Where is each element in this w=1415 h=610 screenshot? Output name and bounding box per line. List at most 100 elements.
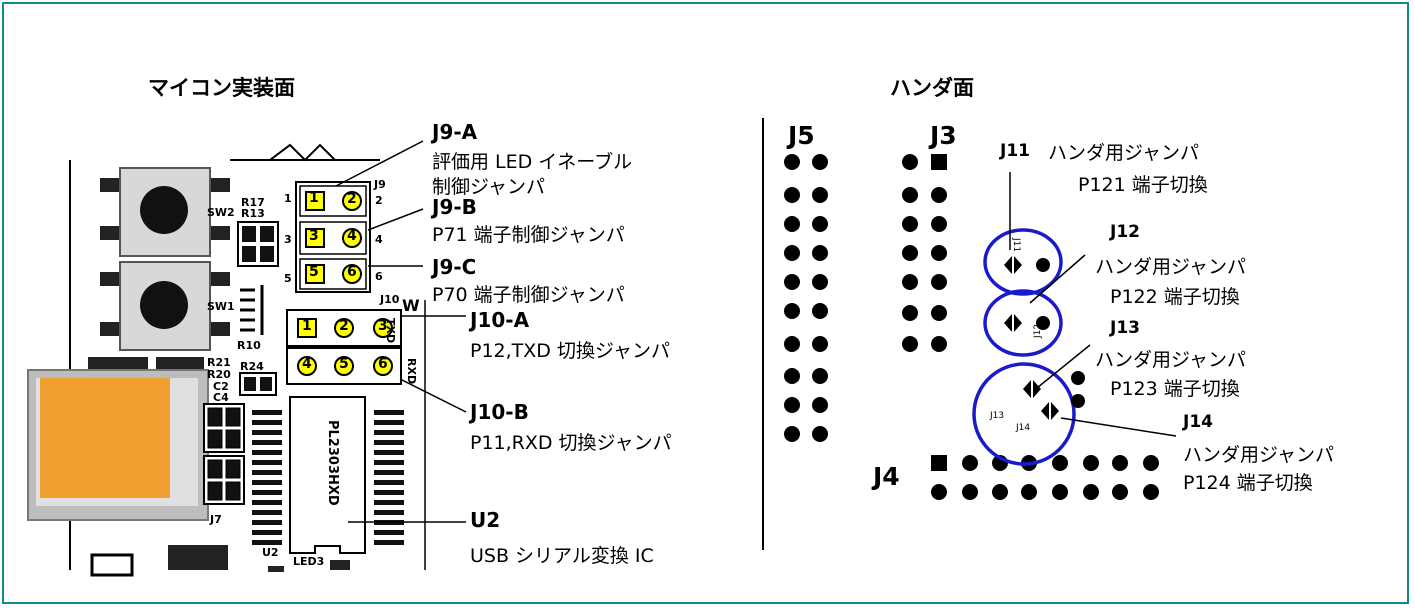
silk-r10: R10: [237, 339, 261, 352]
label-j9c-title: J9-C: [432, 255, 477, 279]
silk-j10: J10: [380, 293, 400, 306]
label-j9c-line1: P70 端子制御ジャンパ: [432, 284, 625, 306]
label-j9b-title: J9-B: [432, 195, 477, 219]
board-notch: [269, 143, 336, 162]
j4-header: [931, 455, 1159, 500]
j10-pin-5: [334, 356, 354, 376]
silk-r13: R13: [241, 207, 265, 220]
label-j12-line1: ハンダ用ジャンパ: [1095, 256, 1247, 278]
silk-c4: C4: [213, 391, 229, 404]
j13-j14-solder-jumpers: [972, 362, 1085, 466]
j11-solder-jumper: [983, 228, 1063, 296]
silk-w: W: [402, 296, 420, 315]
leader-lines-left: [335, 140, 467, 523]
j10-jumper-block: [286, 309, 402, 385]
silk-u2: U2: [262, 546, 279, 559]
silk-led3: LED3: [293, 555, 325, 568]
sw1-switch: [100, 261, 230, 351]
j9-pin-label-6: 6: [347, 264, 357, 280]
silk-sw2: SW2: [207, 206, 235, 219]
j9-pin-4: [342, 228, 362, 248]
j10-pin-3: [373, 318, 393, 338]
j9-pin-6: [342, 264, 362, 284]
silk-j7: J7: [210, 513, 222, 526]
heading-mcu-side: マイコン実装面: [148, 76, 295, 100]
label-j14-line1: ハンダ用ジャンパ: [1183, 444, 1335, 466]
j9-pin-label-3: 3: [309, 228, 319, 244]
label-j12-line2: P122 端子切換: [1110, 286, 1240, 308]
silk-r21: R21: [207, 356, 231, 369]
j10-pin-label-4: 4: [302, 356, 312, 372]
silk-j9-pin3: 3: [284, 233, 292, 246]
j10-pin-label-2: 2: [339, 318, 349, 334]
j9-jumper-block: [295, 181, 371, 293]
connector-j5-label: J5: [788, 121, 815, 150]
silk-r20: R20: [207, 368, 231, 381]
silk-c2: C2: [213, 380, 229, 393]
connector-j3-label: J3: [930, 121, 957, 150]
label-j11-title: J11: [1000, 141, 1030, 161]
silk-j12: J12: [1033, 323, 1043, 338]
silk-j9: J9: [374, 178, 386, 191]
label-j10a-title: J10-A: [470, 308, 530, 332]
label-j13-line1: ハンダ用ジャンパ: [1095, 349, 1247, 371]
label-j9b-line1: P71 端子制御ジャンパ: [432, 224, 625, 246]
u2-chip-outline: [289, 396, 366, 554]
r24-pads: [239, 372, 277, 396]
bottom-part-2: [168, 545, 228, 570]
chip-pins-left: [252, 410, 282, 545]
label-j9a-title: J9-A: [432, 120, 478, 144]
j5-header: [784, 154, 828, 442]
j10-pin-6: [373, 356, 393, 376]
j9-pin-label-5: 5: [309, 264, 319, 280]
silk-sw1: SW1: [207, 300, 235, 313]
silk-j9-pin4: 4: [375, 233, 383, 246]
silk-j9-pin6: 6: [375, 270, 383, 283]
heading-solder-side: ハンダ面: [890, 76, 974, 100]
pad-left-2: [156, 357, 204, 371]
label-j9a-line1: 評価用 LED イネーブル: [432, 151, 633, 173]
silk-j9-pin1: 1: [284, 192, 292, 205]
label-j14-title: J14: [1183, 412, 1213, 432]
label-j12-title: J12: [1110, 222, 1140, 242]
label-u2-line1: USB シリアル変換 IC: [470, 545, 654, 567]
label-j11-line2: P121 端子切換: [1078, 174, 1208, 196]
chip-pins-right: [374, 410, 404, 545]
j10-pin-label-1: 1: [302, 318, 312, 334]
label-j11-line1: ハンダ用ジャンパ: [1048, 142, 1200, 164]
label-j9a-line2: 制御ジャンパ: [432, 176, 546, 198]
label-j10b-title: J10-B: [470, 400, 529, 424]
c2-c4-pads: [203, 403, 245, 505]
silk-chip-part: PL2303HXD: [325, 420, 340, 506]
j9-pin-label-1: 1: [309, 190, 319, 206]
label-j13-line2: P123 端子切換: [1110, 378, 1240, 400]
silk-j14: J14: [1016, 423, 1031, 433]
bottom-part-4: [268, 566, 284, 572]
silk-r24: R24: [240, 360, 264, 373]
silk-j11: J11: [1011, 238, 1021, 253]
label-j10a-line1: P12,TXD 切換ジャンパ: [470, 340, 671, 362]
j9-pin-1: [305, 191, 325, 211]
connector-j4-label: J4: [873, 462, 900, 491]
bottom-part-1: [90, 553, 134, 577]
silk-r17: R17: [241, 196, 265, 209]
usb-connector: [27, 369, 209, 521]
j10-pin-label-3: 3: [378, 318, 388, 334]
j9-pin-label-4: 4: [347, 228, 357, 244]
silk-j9-pin5: 5: [284, 272, 292, 285]
leader-lines-right: [1009, 172, 1177, 437]
silk-j13: J13: [990, 411, 1005, 421]
silk-j9-pin2: 2: [375, 194, 383, 207]
j12-solder-jumper: [983, 289, 1063, 357]
j10-pin-label-5: 5: [339, 356, 349, 372]
j9-pin-3: [305, 228, 325, 248]
bottom-part-3: [330, 560, 350, 570]
j9-pin-5: [305, 264, 325, 284]
sw2-switch: [100, 167, 230, 257]
r17-r13-pads: [237, 221, 279, 267]
label-j13-title: J13: [1110, 318, 1140, 338]
label-u2-title: U2: [470, 508, 501, 532]
label-j14-line2: P124 端子切換: [1183, 472, 1313, 494]
